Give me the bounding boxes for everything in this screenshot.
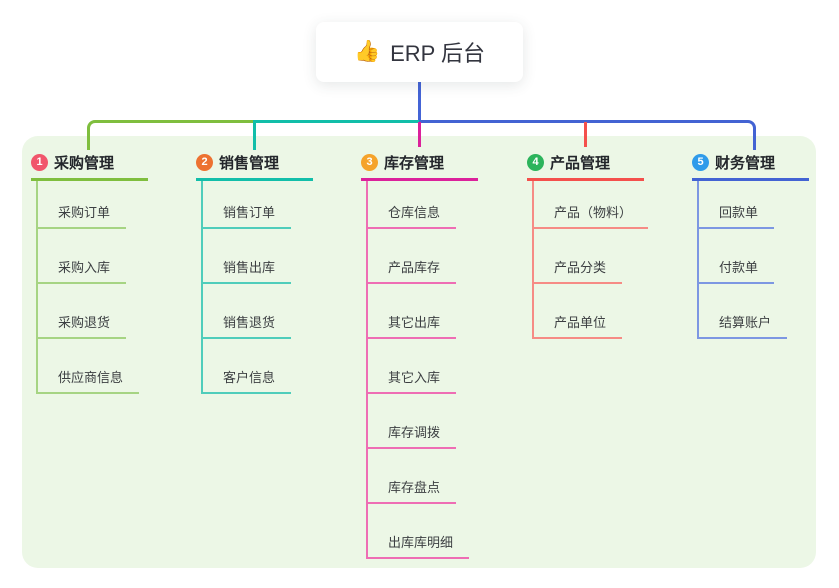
- child-node[interactable]: 产品单位: [534, 284, 623, 339]
- branch-children: 产品（物料） 产品分类产品单位: [532, 181, 649, 339]
- branch-node-5: 5 财务管理 回款单付款单结算账户: [692, 146, 809, 339]
- branch-title: 财务管理: [715, 154, 776, 172]
- connector-elbow-right-blue: [419, 120, 756, 150]
- child-label: 回款单: [719, 205, 759, 220]
- child-node[interactable]: 付款单: [699, 229, 775, 284]
- connector-elbow-left-green: [87, 120, 256, 150]
- connector-root-drop: [418, 82, 421, 122]
- branch-children: 仓库信息产品库存其它出库其它入库库存调拨库存盘点出库库明细: [366, 181, 478, 559]
- child-label: 采购退货: [58, 315, 111, 330]
- child-node[interactable]: 回款单: [699, 181, 775, 229]
- child-node[interactable]: 采购入库: [38, 229, 127, 284]
- child-label: 销售退货: [223, 315, 276, 330]
- child-label: 产品单位: [554, 315, 607, 330]
- branch-children: 销售订单销售出库销售退货客户信息: [201, 181, 313, 394]
- child-label: 付款单: [719, 260, 759, 275]
- branch-header[interactable]: 5 财务管理: [692, 146, 809, 181]
- thumbs-up-icon: 👍: [353, 40, 381, 63]
- child-node[interactable]: 仓库信息: [368, 181, 457, 229]
- branch-node-4: 4 产品管理 产品（物料） 产品分类产品单位: [527, 146, 649, 339]
- child-label: 结算账户: [719, 315, 772, 330]
- child-node[interactable]: 采购退货: [38, 284, 127, 339]
- child-label: 仓库信息: [388, 205, 441, 220]
- child-node[interactable]: 供应商信息: [38, 339, 140, 394]
- child-label: 库存盘点: [388, 480, 441, 495]
- child-label: 采购订单: [58, 205, 111, 220]
- root-title: ERP 后台: [390, 41, 486, 66]
- child-label: 其它出库: [388, 315, 441, 330]
- child-label: 出库库明细: [388, 535, 454, 550]
- child-label: 其它入库: [388, 370, 441, 385]
- child-node[interactable]: 采购订单: [38, 181, 127, 229]
- branch-header[interactable]: 2 销售管理: [196, 146, 313, 181]
- branch-number-badge: 5: [692, 153, 709, 171]
- branch-title: 销售管理: [219, 154, 280, 172]
- connector-red-drop: [584, 122, 587, 147]
- branch-header[interactable]: 1 采购管理: [31, 146, 148, 181]
- branch-number-badge: 2: [196, 153, 213, 171]
- connector-teal-segment: [253, 120, 422, 150]
- child-node[interactable]: 销售订单: [203, 181, 292, 229]
- child-node[interactable]: 产品（物料）: [534, 181, 649, 229]
- child-label: 产品（物料）: [554, 205, 633, 220]
- branch-node-3: 3 库存管理 仓库信息产品库存其它出库其它入库库存调拨库存盘点出库库明细: [361, 146, 478, 559]
- connector-magenta-drop: [418, 122, 421, 147]
- child-node[interactable]: 销售退货: [203, 284, 292, 339]
- child-node[interactable]: 库存盘点: [368, 449, 457, 504]
- child-label: 销售订单: [223, 205, 276, 220]
- child-label: 产品分类: [554, 260, 607, 275]
- child-node[interactable]: 出库库明细: [368, 504, 470, 559]
- branch-header[interactable]: 4 产品管理: [527, 146, 644, 181]
- child-label: 客户信息: [223, 370, 276, 385]
- branch-node-2: 2 销售管理 销售订单销售出库销售退货客户信息: [196, 146, 313, 394]
- branch-number-badge: 3: [361, 153, 378, 171]
- child-label: 库存调拨: [388, 425, 441, 440]
- branch-title: 库存管理: [384, 154, 445, 172]
- child-label: 销售出库: [223, 260, 276, 275]
- child-node[interactable]: 其它入库: [368, 339, 457, 394]
- child-node[interactable]: 产品分类: [534, 229, 623, 284]
- branches-background-panel: [22, 136, 816, 568]
- child-node[interactable]: 结算账户: [699, 284, 788, 339]
- branch-title: 采购管理: [54, 154, 115, 172]
- child-node[interactable]: 产品库存: [368, 229, 457, 284]
- child-node[interactable]: 库存调拨: [368, 394, 457, 449]
- branch-number-badge: 4: [527, 153, 544, 171]
- child-node[interactable]: 客户信息: [203, 339, 292, 394]
- branch-node-1: 1 采购管理 采购订单采购入库采购退货供应商信息: [31, 146, 148, 394]
- child-node[interactable]: 销售出库: [203, 229, 292, 284]
- child-label: 供应商信息: [58, 370, 124, 385]
- branch-number-badge: 1: [31, 153, 48, 171]
- branch-children: 采购订单采购入库采购退货供应商信息: [36, 181, 148, 394]
- child-label: 产品库存: [388, 260, 441, 275]
- root-node[interactable]: 👍 ERP 后台: [316, 22, 523, 82]
- branch-title: 产品管理: [550, 154, 611, 172]
- child-node[interactable]: 其它出库: [368, 284, 457, 339]
- branch-header[interactable]: 3 库存管理: [361, 146, 478, 181]
- child-label: 采购入库: [58, 260, 111, 275]
- branch-children: 回款单付款单结算账户: [697, 181, 809, 339]
